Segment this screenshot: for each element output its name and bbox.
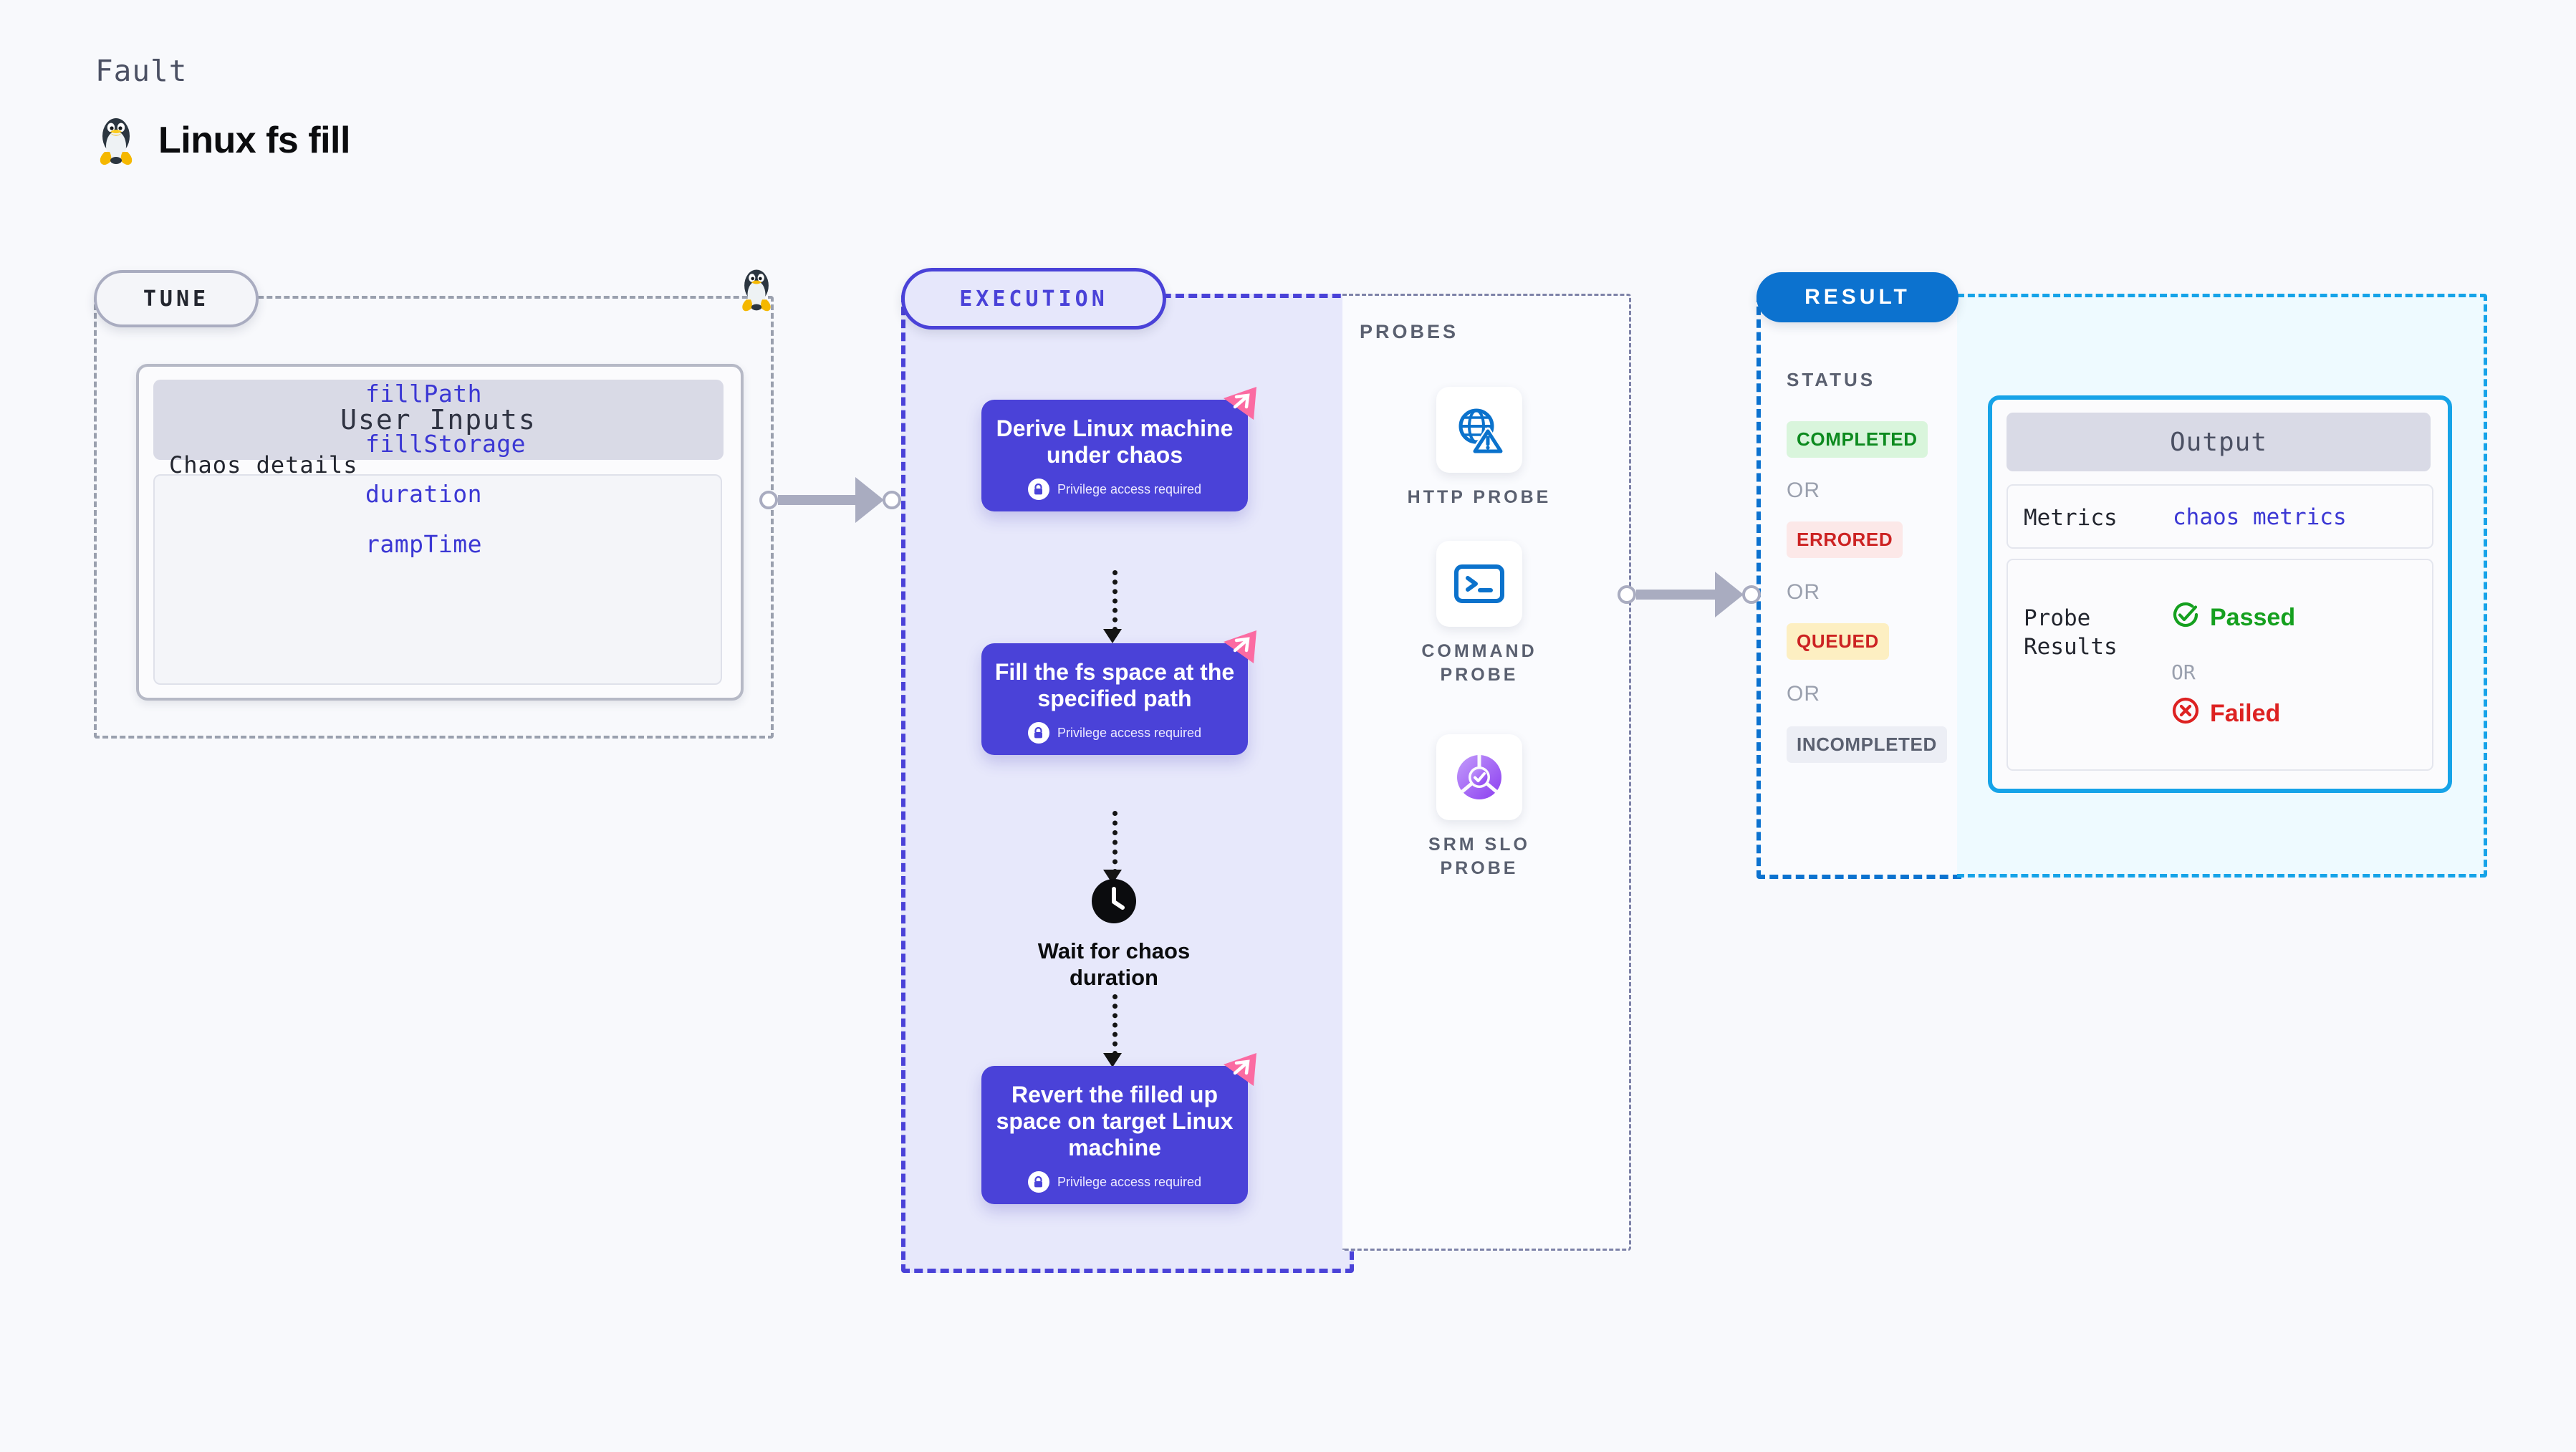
terminal-icon bbox=[1436, 541, 1522, 627]
privilege-note: Privilege access required bbox=[994, 722, 1235, 744]
connector-end-dot bbox=[1742, 585, 1761, 604]
result-section-pill[interactable]: RESULT bbox=[1756, 272, 1959, 322]
probe-label: SRM SLO PROBE bbox=[1428, 835, 1530, 878]
privilege-note: Privilege access required bbox=[994, 1171, 1235, 1193]
wait-step-label: Wait for chaos duration bbox=[1037, 938, 1191, 991]
page-title-row: Linux fs fill bbox=[95, 115, 350, 166]
metrics-label: Metrics bbox=[2024, 505, 2118, 531]
execution-flow-line-3 bbox=[1112, 994, 1120, 1056]
clock-icon bbox=[1091, 879, 1137, 927]
privilege-note: Privilege access required bbox=[994, 479, 1235, 501]
page-title: Linux fs fill bbox=[158, 120, 350, 161]
harness-chaos-badge-icon bbox=[1221, 1049, 1265, 1093]
chaos-details-params: fillPath fillStorage duration rampTime bbox=[365, 380, 526, 558]
connector-arrow-head bbox=[855, 477, 884, 523]
probe-result-failed: Failed bbox=[2171, 696, 2280, 731]
chaos-details-label: Chaos details bbox=[169, 451, 358, 479]
execution-flow-arrow-1 bbox=[1103, 629, 1122, 643]
status-badge-errored: ERRORED bbox=[1787, 521, 1903, 558]
output-metrics-row: Metrics chaos metrics bbox=[2007, 484, 2433, 549]
execution-node-title: Derive Linux machine under chaos bbox=[996, 415, 1234, 468]
execution-node-revert-space[interactable]: Revert the filled up space on target Lin… bbox=[981, 1053, 1256, 1205]
chaos-details-panel bbox=[153, 474, 722, 685]
metrics-value[interactable]: chaos metrics bbox=[2173, 504, 2347, 530]
execution-flow-arrow-3 bbox=[1103, 1053, 1122, 1067]
status-or-label: OR bbox=[1787, 682, 1820, 706]
output-header: Output bbox=[2007, 413, 2431, 471]
execution-flow-line-2 bbox=[1112, 811, 1120, 874]
privilege-note-label: Privilege access required bbox=[1057, 1174, 1202, 1189]
tune-to-execution-connector bbox=[759, 477, 901, 523]
tune-region bbox=[94, 296, 774, 739]
lock-icon bbox=[1027, 479, 1049, 501]
probe-label: COMMAND PROBE bbox=[1421, 641, 1537, 685]
x-circle-icon bbox=[2171, 696, 2200, 731]
status-or-label: OR bbox=[1787, 479, 1820, 502]
harness-chaos-badge-icon bbox=[1221, 383, 1265, 427]
user-inputs-header: User Inputs bbox=[153, 380, 724, 460]
param-duration[interactable]: duration bbox=[365, 480, 482, 508]
passed-label: Passed bbox=[2210, 604, 2296, 631]
harness-chaos-badge-icon bbox=[1221, 626, 1265, 670]
execution-node-title: Revert the filled up space on target Lin… bbox=[996, 1082, 1234, 1161]
param-fillpath[interactable]: fillPath bbox=[365, 380, 482, 408]
slo-donut-check-icon bbox=[1436, 734, 1522, 820]
connector-start-dot bbox=[1618, 585, 1636, 604]
execution-flow-line-1 bbox=[1112, 570, 1120, 632]
status-title: STATUS bbox=[1787, 369, 1876, 390]
globe-warning-icon bbox=[1436, 387, 1522, 473]
page-eyebrow: Fault bbox=[95, 54, 188, 88]
lock-icon bbox=[1027, 1171, 1049, 1193]
status-badge-queued: QUEUED bbox=[1787, 623, 1889, 660]
lock-icon bbox=[1027, 722, 1049, 744]
connector-end-dot bbox=[883, 491, 901, 509]
execution-node-derive-machine[interactable]: Derive Linux machine under chaos Privile… bbox=[981, 387, 1256, 512]
linux-penguin-icon bbox=[95, 115, 137, 166]
probe-result-passed: Passed bbox=[2171, 600, 2295, 635]
status-or-label: OR bbox=[1787, 580, 1820, 604]
result-region bbox=[1756, 294, 1961, 879]
connector-line bbox=[778, 495, 857, 505]
execution-node-fill-fs-space[interactable]: Fill the fs space at the specified path … bbox=[981, 630, 1256, 756]
execution-node-title: Fill the fs space at the specified path bbox=[994, 659, 1235, 712]
probes-to-result-connector bbox=[1618, 572, 1761, 617]
probe-srm-slo[interactable]: SRM SLO PROBE bbox=[1390, 734, 1569, 880]
probe-command[interactable]: COMMAND PROBE bbox=[1390, 541, 1569, 686]
connector-start-dot bbox=[759, 491, 778, 509]
probe-http[interactable]: HTTP PROBE bbox=[1390, 387, 1569, 509]
execution-section-pill[interactable]: EXECUTION bbox=[901, 268, 1166, 330]
privilege-note-label: Privilege access required bbox=[1057, 481, 1202, 496]
probes-title: PROBES bbox=[1360, 321, 1459, 342]
status-badge-incompleted: INCOMPLETED bbox=[1787, 726, 1947, 763]
failed-label: Failed bbox=[2210, 700, 2281, 727]
privilege-note-label: Privilege access required bbox=[1057, 725, 1202, 740]
probe-label: HTTP PROBE bbox=[1407, 487, 1552, 507]
param-fillstorage[interactable]: fillStorage bbox=[365, 430, 527, 458]
tune-section-pill[interactable]: TUNE bbox=[94, 270, 259, 327]
connector-line bbox=[1636, 590, 1716, 600]
connector-arrow-head bbox=[1715, 572, 1744, 617]
linux-penguin-connector-icon bbox=[736, 266, 777, 316]
check-circle-icon bbox=[2171, 600, 2200, 635]
status-badge-completed: COMPLETED bbox=[1787, 421, 1928, 458]
user-inputs-card: User Inputs Chaos details fillPath fillS… bbox=[136, 364, 744, 701]
wait-for-chaos-duration-step: Wait for chaos duration bbox=[1038, 878, 1190, 991]
probe-result-or-label: OR bbox=[2171, 660, 2196, 684]
param-ramptime[interactable]: rampTime bbox=[365, 530, 482, 558]
